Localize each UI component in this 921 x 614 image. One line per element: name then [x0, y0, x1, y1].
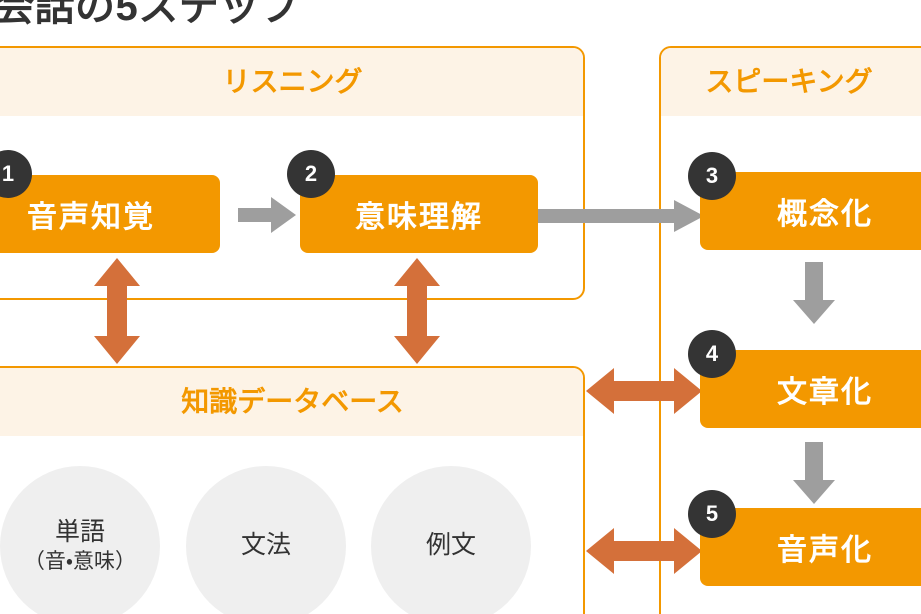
panel-listening: リスニング: [0, 46, 585, 300]
double-arrow-database-to-articulation-icon: [586, 528, 702, 574]
arrow-listening-to-speaking-icon: [536, 200, 704, 232]
step-box-1[interactable]: 音声知覚: [0, 175, 220, 253]
step-box-3[interactable]: 概念化: [700, 172, 921, 250]
panel-knowledge-heading: 知識データベース: [0, 368, 583, 436]
knowledge-item-grammar: 文法: [186, 466, 346, 614]
knowledge-item-word: 単語 （音・意味）: [0, 466, 160, 614]
step-badge-3: 3: [688, 152, 736, 200]
knowledge-item-example: 例文: [371, 466, 531, 614]
step-box-2[interactable]: 意味理解: [300, 175, 538, 253]
arrow-step1-to-step2-icon: [238, 197, 296, 233]
knowledge-item-word-sublabel: （音・意味）: [23, 549, 137, 573]
double-arrow-perception-to-database-icon: [94, 258, 140, 364]
page-title: 会話の5ステップ: [0, 0, 301, 29]
panel-listening-heading: リスニング: [0, 48, 583, 116]
panel-speaking-heading: スピーキング: [661, 48, 921, 116]
knowledge-item-word-label: 単語: [54, 518, 105, 547]
arrow-step4-to-step5-icon: [793, 442, 835, 504]
knowledge-item-example-label: 例文: [425, 531, 476, 560]
step-badge-2: 2: [287, 150, 335, 198]
step-box-5[interactable]: 音声化: [700, 508, 921, 586]
step-box-4[interactable]: 文章化: [700, 350, 921, 428]
step-badge-5: 5: [688, 490, 736, 538]
step-badge-4: 4: [688, 330, 736, 378]
double-arrow-database-to-formulation-icon: [586, 368, 702, 414]
arrow-step3-to-step4-icon: [793, 262, 835, 324]
knowledge-item-grammar-label: 文法: [240, 531, 291, 560]
double-arrow-comprehension-to-database-icon: [394, 258, 440, 364]
